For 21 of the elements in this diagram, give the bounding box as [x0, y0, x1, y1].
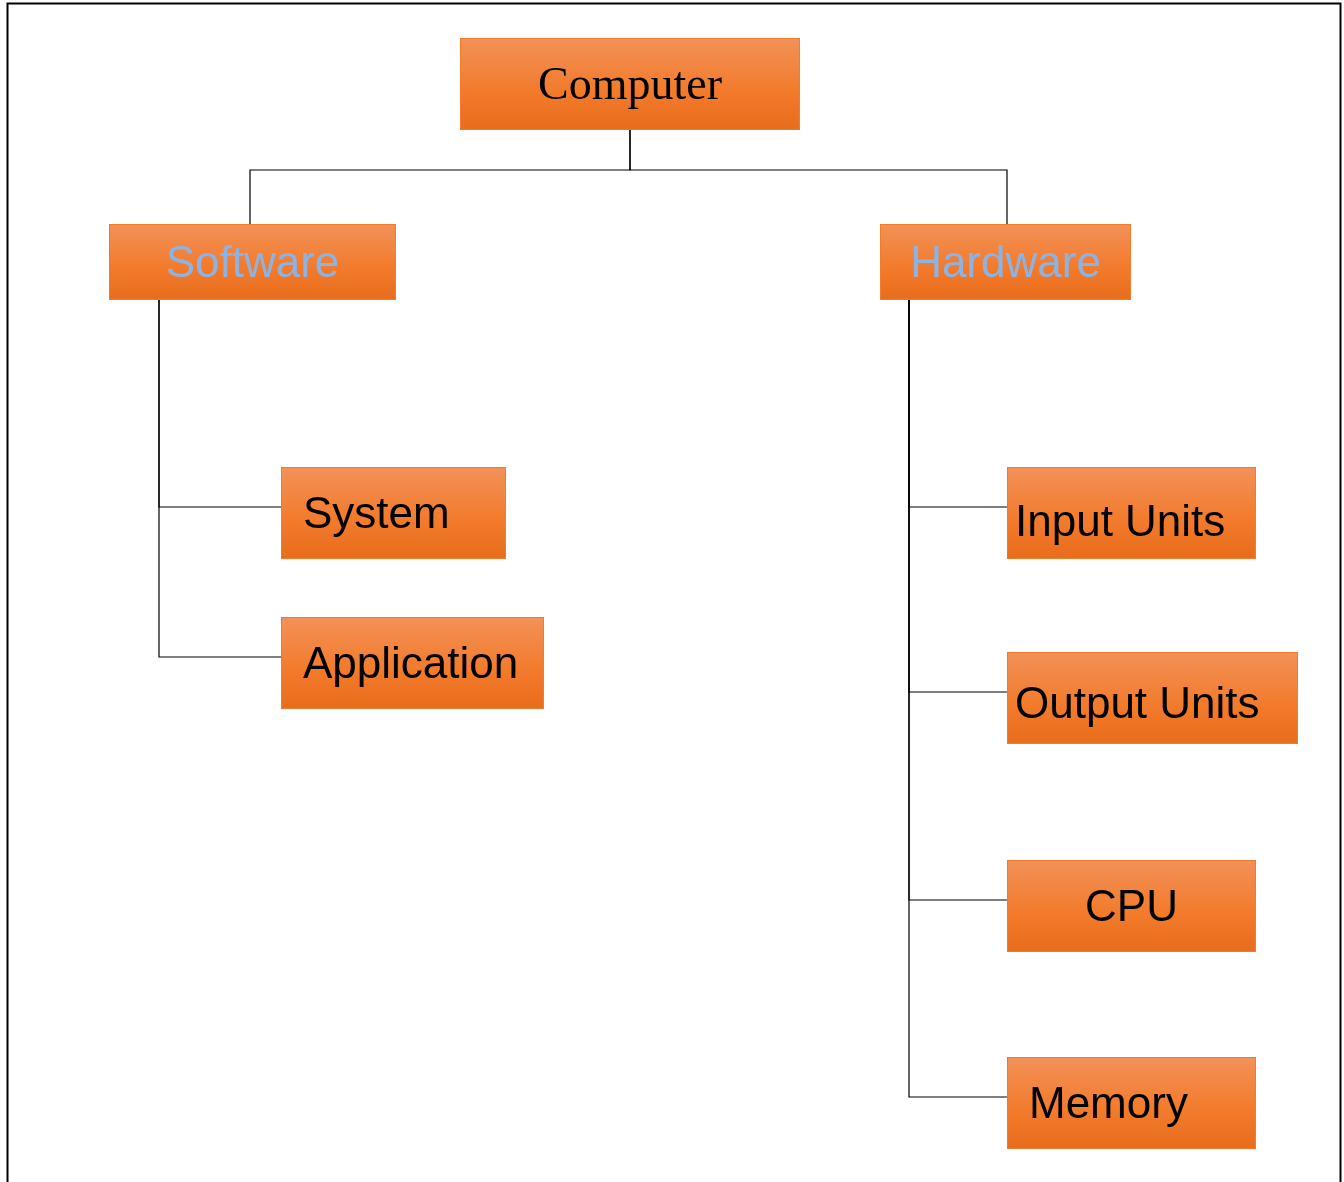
box-label: Input Units — [1015, 499, 1226, 543]
category-box — [1007, 467, 1256, 559]
connector-line — [158, 299, 282, 658]
category-box — [880, 224, 1131, 300]
category-box — [109, 224, 396, 300]
connector-line — [908, 299, 1008, 1098]
box-label: Computer — [538, 61, 722, 107]
box-label: Application — [303, 641, 519, 685]
category-box — [281, 617, 544, 709]
box-label: Software — [165, 240, 340, 284]
category-box — [460, 38, 800, 130]
category-box — [1007, 860, 1256, 952]
category-box — [281, 467, 506, 559]
box-label: Hardware — [910, 240, 1101, 284]
category-box — [1007, 1057, 1256, 1149]
box-label: Output Units — [1015, 681, 1260, 725]
connector-line — [629, 129, 1008, 225]
box-label: Memory — [1029, 1081, 1188, 1125]
box-label: CPU — [1085, 884, 1178, 928]
box-label: System — [303, 491, 450, 535]
category-box — [1007, 652, 1298, 744]
